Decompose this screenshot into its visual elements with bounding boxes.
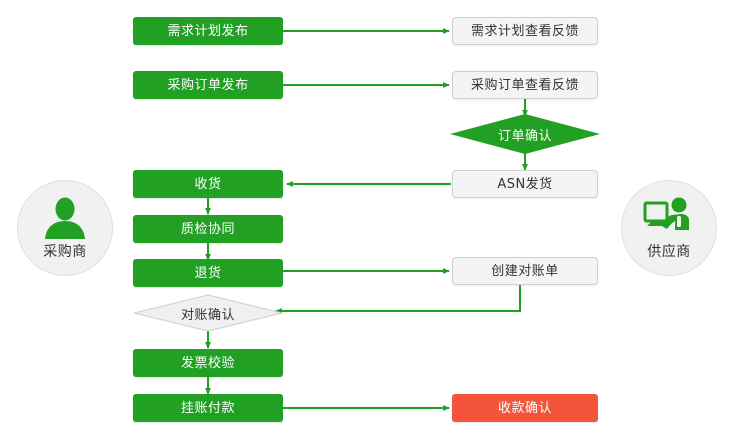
node-order-confirm-label: 订单确认 (497, 128, 552, 144)
node-demand-plan-publish[interactable]: 需求计划发布 (133, 17, 283, 45)
node-order-confirm[interactable]: 订单确认 (450, 114, 600, 154)
node-statement-confirm-label: 对账确认 (180, 307, 235, 323)
actor-supplier[interactable]: 供应商 (621, 180, 717, 276)
node-payment-posting[interactable]: 挂账付款 (133, 394, 283, 422)
node-quality-collaboration[interactable]: 质检协同 (133, 215, 283, 243)
node-invoice-verify[interactable]: 发票校验 (133, 349, 283, 377)
actor-supplier-label: 供应商 (647, 243, 691, 260)
node-po-feedback[interactable]: 采购订单查看反馈 (452, 71, 598, 99)
person-at-computer-icon (643, 197, 689, 230)
node-statement-confirm[interactable]: 对账确认 (133, 294, 283, 332)
node-demand-plan-feedback[interactable]: 需求计划查看反馈 (452, 17, 598, 45)
edge-create-statement-to-statement-confirm (275, 285, 521, 314)
node-receipt-confirm[interactable]: 收款确认 (452, 394, 598, 422)
node-receiving[interactable]: 收货 (133, 170, 283, 198)
actor-buyer-label: 采购商 (43, 243, 87, 260)
actor-buyer[interactable]: 采购商 (17, 180, 113, 276)
node-return-goods[interactable]: 退货 (133, 259, 283, 287)
node-po-publish[interactable]: 采购订单发布 (133, 71, 283, 99)
node-asn-shipment[interactable]: ASN发货 (452, 170, 598, 198)
person-icon (45, 197, 85, 239)
node-create-statement[interactable]: 创建对账单 (452, 257, 598, 285)
